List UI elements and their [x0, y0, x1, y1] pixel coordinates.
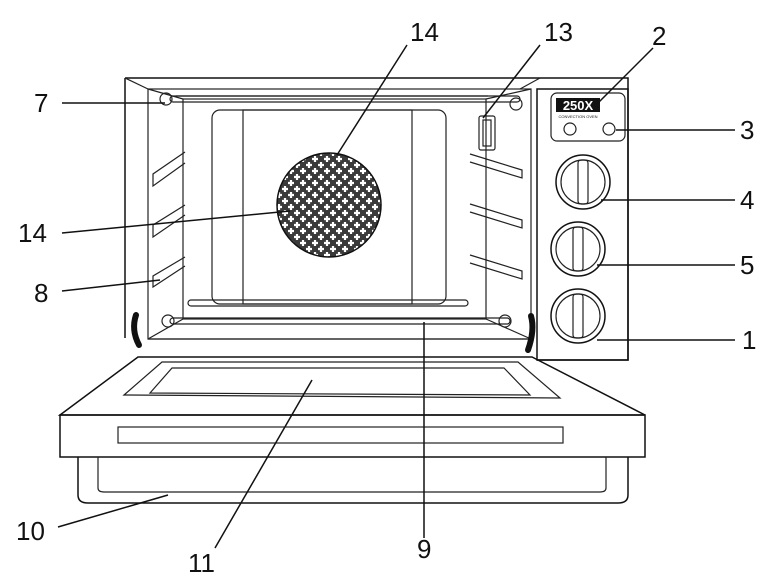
bottom-heating-element: [161, 299, 512, 328]
callout-7: 7: [34, 88, 48, 118]
callout-2: 2: [652, 21, 666, 51]
left-door-seal: [131, 312, 142, 348]
leader-2: [595, 47, 654, 106]
heating-indicator-light: [602, 122, 616, 136]
callout-14-top: 14: [410, 17, 439, 47]
convection-fan: [276, 152, 382, 258]
callout-9: 9: [417, 534, 431, 564]
left-rack-guides: [152, 151, 186, 289]
oven-door[interactable]: [57, 356, 646, 458]
callout-1: 1: [742, 325, 756, 355]
leader-lines: [57, 44, 735, 549]
callout-5: 5: [740, 250, 754, 280]
callout-10: 10: [16, 516, 45, 546]
temperature-knob[interactable]: [555, 154, 611, 210]
brand-badge: 250X: [563, 98, 594, 113]
crumb-tray[interactable]: [77, 457, 629, 504]
leader-8: [61, 279, 161, 292]
right-rack-guides: [469, 153, 523, 280]
leader-14-left: [61, 210, 291, 234]
callout-13: 13: [544, 17, 573, 47]
oven-body: [124, 77, 629, 361]
leader-14-top: [336, 44, 408, 156]
callout-4: 4: [740, 185, 754, 215]
leader-13: [482, 44, 541, 119]
leader-11: [214, 379, 313, 549]
callout-11: 11: [188, 548, 215, 578]
callout-14-left: 14: [18, 218, 47, 248]
control-panel: 250X CONVECTION OVEN: [536, 88, 629, 361]
function-knob[interactable]: [550, 221, 606, 277]
interior-light: [478, 115, 496, 151]
brand-badge-bg: [556, 98, 600, 112]
power-indicator-light: [563, 122, 577, 136]
callout-8: 8: [34, 278, 48, 308]
timer-knob[interactable]: [550, 288, 606, 344]
brand-subtext: CONVECTION OVEN: [558, 114, 597, 119]
top-heating-element: [159, 92, 523, 111]
right-door-seal: [525, 313, 536, 353]
callout-numbers: 7 14 8 14 13 2 3 4 5 1 10 11 9: [16, 17, 756, 578]
leader-10: [57, 494, 169, 528]
callout-3: 3: [740, 115, 754, 145]
